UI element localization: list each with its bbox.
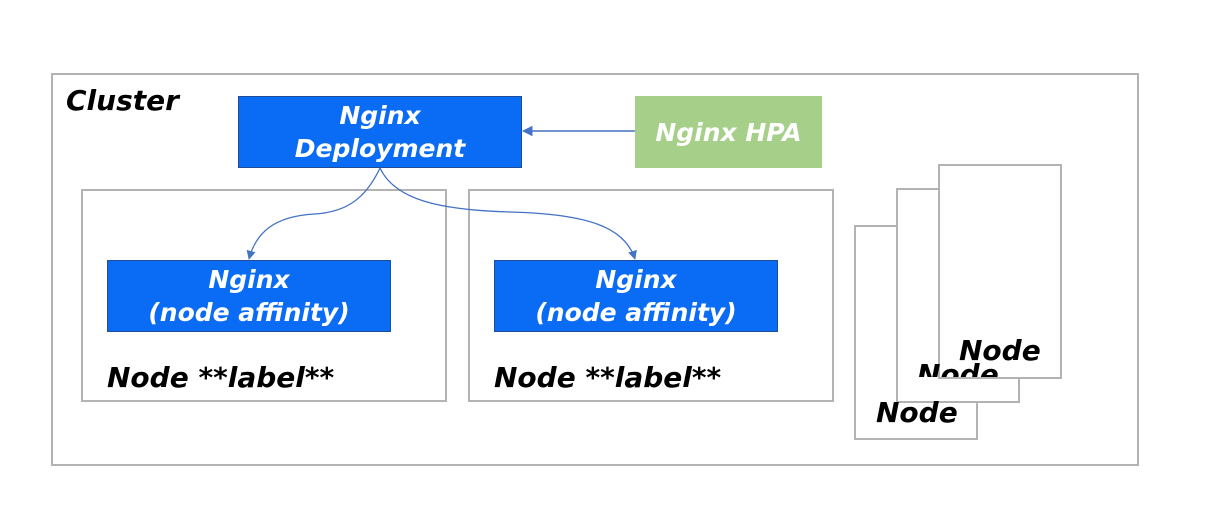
stacked-node-label-middle: Node: [917, 358, 999, 391]
nginx-hpa-box: Nginx HPA: [635, 96, 822, 168]
node-label-right: Node **label**: [494, 361, 722, 394]
stacked-node-label-front: Node: [959, 334, 1041, 367]
pod-right-line1: Nginx: [595, 265, 677, 294]
nginx-deployment-box: Nginx Deployment: [238, 96, 522, 168]
nginx-pod-right: Nginx (node affinity): [494, 260, 778, 332]
deployment-to-pod-right-arrow: [379, 167, 637, 260]
pod-left-line1: Nginx: [208, 265, 290, 294]
deployment-line2: Deployment: [294, 134, 466, 163]
stacked-node-front: [938, 164, 1062, 379]
node-label-left: Node **label**: [107, 361, 335, 394]
pod-left-line2: (node affinity): [148, 298, 350, 327]
stacked-node-label-back: Node: [876, 396, 958, 429]
hpa-label: Nginx HPA: [655, 117, 802, 147]
nginx-pod-left: Nginx (node affinity): [107, 260, 391, 332]
deployment-line1: Nginx: [339, 101, 421, 130]
deployment-to-pod-left-arrow: [246, 167, 381, 260]
pod-right-line2: (node affinity): [535, 298, 737, 327]
cluster-label: Cluster: [66, 84, 179, 117]
